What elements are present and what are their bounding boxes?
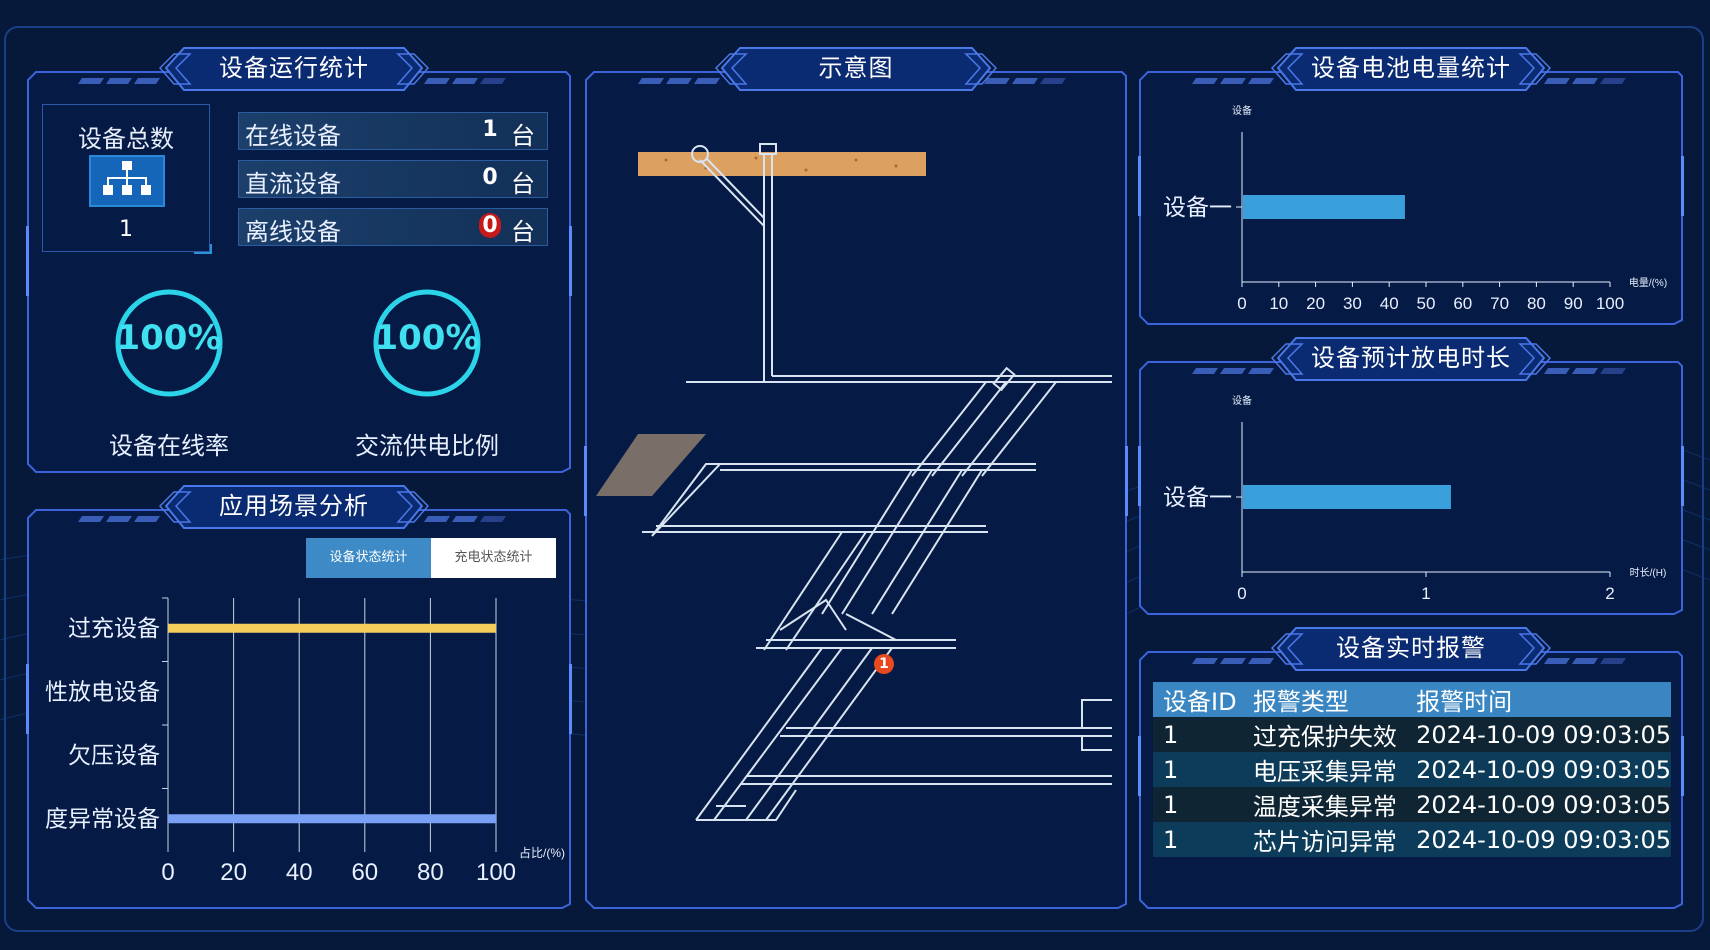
panel-title: 示意图: [818, 54, 894, 82]
bar: [1243, 195, 1405, 219]
battery-panel: 设备电池电量统计: [1138, 46, 1684, 326]
panel-frame: [584, 47, 1128, 909]
x-tick-label: 20: [1306, 294, 1325, 313]
mine-tunnel-diagram: [596, 143, 1112, 821]
x-tick-label: 50: [1417, 294, 1436, 313]
stat-row-dc: 直流设备 0 台: [238, 160, 548, 198]
cell-alarm-type: 温度采集异常: [1242, 787, 1407, 822]
stat-label: 离线设备: [245, 218, 341, 246]
table-header-row: 设备ID 报警类型 报警时间: [1153, 682, 1671, 717]
online-rate-value: 100%: [116, 318, 222, 358]
x-tick-label: 30: [1343, 294, 1362, 313]
stat-label: 在线设备: [245, 122, 341, 150]
column-header[interactable]: 设备ID: [1153, 682, 1243, 717]
x-tick-label: 90: [1564, 294, 1583, 313]
x-tick-label: 40: [1380, 294, 1399, 313]
bar: [1243, 485, 1451, 509]
x-tick-label: 0: [161, 859, 174, 886]
x-axis-label: 电量/(%): [1629, 276, 1667, 289]
dashboard-frame: [4, 26, 1704, 932]
stat-label: 直流设备: [245, 170, 341, 198]
total-devices-box: 设备总数 1: [42, 104, 210, 252]
stat-row-offline: 离线设备 0 台: [238, 208, 548, 246]
y-axis-label: 设备: [1232, 104, 1252, 117]
x-tick-label: 40: [286, 859, 313, 886]
bar: [168, 623, 496, 633]
x-tick-label: 2: [1605, 584, 1614, 603]
cell-device-id: 1: [1153, 717, 1243, 752]
stat-unit: 台: [511, 122, 535, 150]
ac-ratio-label: 交流供电比例: [355, 432, 499, 460]
x-tick-label: 60: [351, 859, 378, 886]
cell-alarm-type: 电压采集异常: [1242, 752, 1407, 787]
x-axis-label: 占比/(%): [519, 845, 565, 860]
tab-device-status[interactable]: 设备状态统计: [306, 538, 431, 578]
y-category-label: 欠压设备: [68, 742, 160, 768]
table-row[interactable]: 1 过充保护失效 2024-10-09 09:03:05: [1153, 717, 1671, 752]
cell-device-id: 1: [1153, 822, 1243, 857]
scenario-tabs: 设备状态统计 充电状态统计: [306, 538, 556, 578]
device-marker-icon[interactable]: 1: [874, 654, 894, 674]
ac-ratio-value: 100%: [374, 318, 480, 358]
stat-value-badge: 0: [479, 213, 501, 238]
total-devices-value: 1: [119, 217, 133, 242]
x-tick-label: 10: [1269, 294, 1288, 313]
org-chart-icon: [89, 155, 165, 207]
stat-unit: 台: [511, 218, 535, 246]
column-header[interactable]: 报警类型: [1242, 682, 1407, 717]
panel-title: 设备实时报警: [1336, 634, 1486, 662]
x-tick-label: 80: [417, 859, 444, 886]
x-axis-label: 时长/(H): [1630, 567, 1667, 579]
y-category-label: 设备一: [1163, 484, 1232, 510]
y-category-label: 性放电设备: [45, 678, 160, 704]
y-axis-label: 设备: [1232, 394, 1252, 407]
y-category-label: 设备一: [1163, 194, 1232, 220]
x-tick-label: 80: [1527, 294, 1546, 313]
corner-accent: [194, 244, 212, 254]
y-category-label: 过充设备: [68, 615, 160, 641]
column-header[interactable]: 报警时间: [1406, 682, 1671, 717]
x-tick-label: 0: [1237, 294, 1246, 313]
cell-alarm-time: 2024-10-09 09:03:05: [1406, 787, 1671, 822]
x-tick-label: 100: [476, 859, 516, 886]
stat-unit: 台: [511, 170, 535, 198]
tab-charge-status[interactable]: 充电状态统计: [431, 538, 556, 578]
cell-device-id: 1: [1153, 787, 1243, 822]
table-row[interactable]: 1 芯片访问异常 2024-10-09 09:03:05: [1153, 822, 1671, 857]
panel-title: 应用场景分析: [219, 492, 369, 520]
x-tick-label: 1: [1421, 584, 1430, 603]
x-tick-label: 20: [220, 859, 247, 886]
cell-alarm-type: 芯片访问异常: [1242, 822, 1407, 857]
y-category-label: 度异常设备: [45, 805, 160, 831]
panel-title: 设备预计放电时长: [1311, 344, 1511, 372]
stat-value: 0: [482, 165, 498, 190]
panel-frame: [1138, 47, 1684, 325]
alarm-table: 设备ID 报警类型 报警时间 1 过充保护失效 2024-10-09 09:03…: [1153, 682, 1671, 857]
table-row[interactable]: 1 电压采集异常 2024-10-09 09:03:05: [1153, 752, 1671, 787]
bar: [168, 814, 496, 824]
cell-device-id: 1: [1153, 752, 1243, 787]
cell-alarm-time: 2024-10-09 09:03:05: [1406, 752, 1671, 787]
stat-row-online: 在线设备 1 台: [238, 112, 548, 150]
online-rate-ring: [115, 289, 223, 397]
x-tick-label: 100: [1596, 294, 1624, 313]
x-tick-label: 70: [1490, 294, 1509, 313]
cell-alarm-type: 过充保护失效: [1242, 717, 1407, 752]
table-row[interactable]: 1 温度采集异常 2024-10-09 09:03:05: [1153, 787, 1671, 822]
ac-ratio-ring: [373, 289, 481, 397]
panel-title: 设备电池电量统计: [1311, 54, 1511, 82]
panel-title: 设备运行统计: [219, 54, 369, 82]
online-rate-label: 设备在线率: [109, 432, 229, 460]
total-devices-label: 设备总数: [78, 125, 174, 153]
x-tick-label: 60: [1453, 294, 1472, 313]
stat-value: 1: [482, 117, 498, 142]
diagram-panel: 示意图: [584, 46, 1128, 910]
cell-alarm-time: 2024-10-09 09:03:05: [1406, 717, 1671, 752]
x-tick-label: 0: [1237, 584, 1246, 603]
cell-alarm-time: 2024-10-09 09:03:05: [1406, 822, 1671, 857]
